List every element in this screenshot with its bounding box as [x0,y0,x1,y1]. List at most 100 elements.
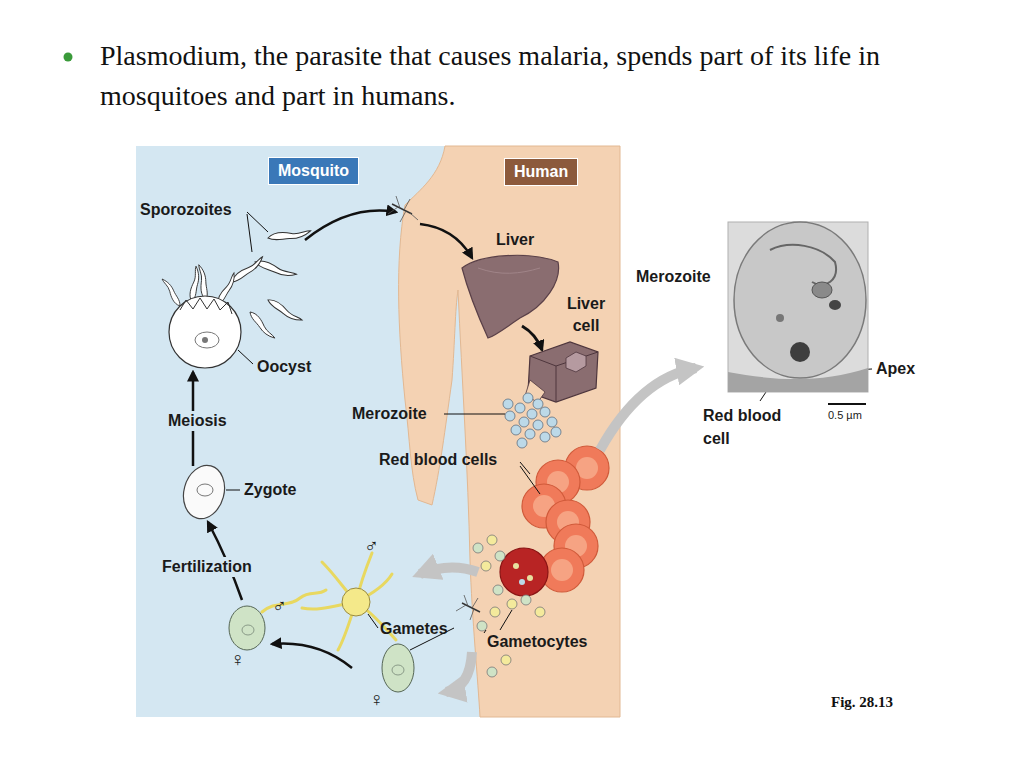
red-blood-cell-drawing [500,548,548,596]
figure-caption: Fig. 28.13 [831,694,893,711]
micrograph [829,300,841,310]
micrograph [812,282,832,298]
cell-label: Red blood cells [379,451,497,469]
micrograph [790,342,810,362]
red-blood-cell-drawing [500,446,609,596]
sporozoite-drawing [267,228,311,242]
process-label: Meiosis [166,411,229,431]
cycle-arrow [305,211,396,240]
gamete-drawing [382,644,414,692]
leader-line [368,614,378,628]
leader-line [444,414,505,415]
merozoite-drawing [517,438,527,448]
leader-line [226,490,240,491]
gametocyte-drawing [521,595,531,605]
sex-symbol: ♂ [272,594,287,617]
liver-drawing [462,255,559,338]
micrograph [728,222,868,392]
leader-line [484,630,486,633]
merozoite-drawing [551,427,561,437]
bullet [64,53,73,62]
zygote-drawing [178,461,231,524]
micrograph-label: Red blood cell [703,404,795,450]
merozoite-drawing [527,409,537,419]
stage-label: Gametes [380,620,448,638]
mosquito-sketch [456,595,478,620]
stage-label: Oocyst [257,358,311,376]
process-label: Fertilization [160,557,254,577]
liver-cell-drawing [525,342,598,402]
leader-line [500,610,512,630]
gametocyte-drawing [487,667,497,677]
oocyst-drawing [180,298,232,314]
oocyst-drawing [169,296,241,368]
header-text: Human [514,162,568,182]
slide-title: Plasmodium, the parasite that causes mal… [100,36,960,116]
micrograph [770,245,836,285]
sporozoite-drawing [160,277,182,308]
gamete-drawing [392,665,404,675]
stage-label: Gametocytes [487,633,588,651]
leader-line [226,212,872,650]
oocyst-drawing [195,332,219,348]
bullet [64,53,73,62]
leader-line [238,350,253,364]
sex-symbol: ♂ [364,534,379,557]
gametocyte-drawing [490,607,500,617]
cycle-arrow [420,224,472,258]
merozoite-drawing [515,403,525,413]
merozoite-drawing [533,399,543,409]
sporozoite-drawing [197,264,210,301]
gametocyte-drawing [473,535,545,677]
oocyst-drawing [169,296,241,368]
red-blood-cell-drawing [513,563,519,569]
gamete-drawing [242,625,254,635]
panel-header: Human [504,158,578,186]
micrograph [828,403,866,405]
gametocyte-drawing [535,607,545,617]
liver-cell-drawing [566,352,586,372]
red-blood-cell-drawing [527,575,533,581]
gametocyte-drawing [493,585,503,595]
gametocyte-drawing [501,655,511,665]
merozoite-drawing [519,417,529,427]
stage-label: Merozoite [352,405,427,423]
micrograph [776,314,784,322]
merozoite-drawing [547,417,557,427]
merozoite-drawing [505,411,515,421]
zygote-drawing [197,484,213,496]
merozoite-drawing [503,399,513,409]
gray-arrow [420,368,696,692]
liver-drawing [478,268,540,273]
organ-label: Liver cell [560,293,612,338]
leader-line [247,212,268,232]
scale-label: 0.5 µm [828,409,862,422]
gametocyte-drawing [495,551,505,561]
liver-drawing [462,255,559,338]
gray-arrow [600,368,696,450]
gametocyte-drawing [473,543,483,553]
micrograph-label: Apex [876,360,915,378]
panel-header: Mosquito [268,157,359,185]
mosquito-sketch [462,603,480,612]
sporozoite-drawing [248,310,277,341]
zygote-drawing [178,461,231,524]
sex-symbol: ♀ [230,648,245,671]
gray-arrow [446,652,472,692]
red-blood-cell-drawing [519,579,525,585]
sex-symbol: ♀ [369,688,384,711]
micrograph [728,222,868,404]
sporozoite-drawing [266,297,303,324]
sporozoite-drawing [230,255,266,285]
leader-line [247,214,252,252]
gametocyte-drawing [507,599,517,609]
micrograph-label: Merozoite [636,268,711,286]
merozoite-drawing [525,429,535,439]
organ-label: Liver [496,231,534,249]
gray-arrow [420,567,478,574]
merozoite-drawing [511,425,521,435]
gamete-drawing [342,588,370,616]
